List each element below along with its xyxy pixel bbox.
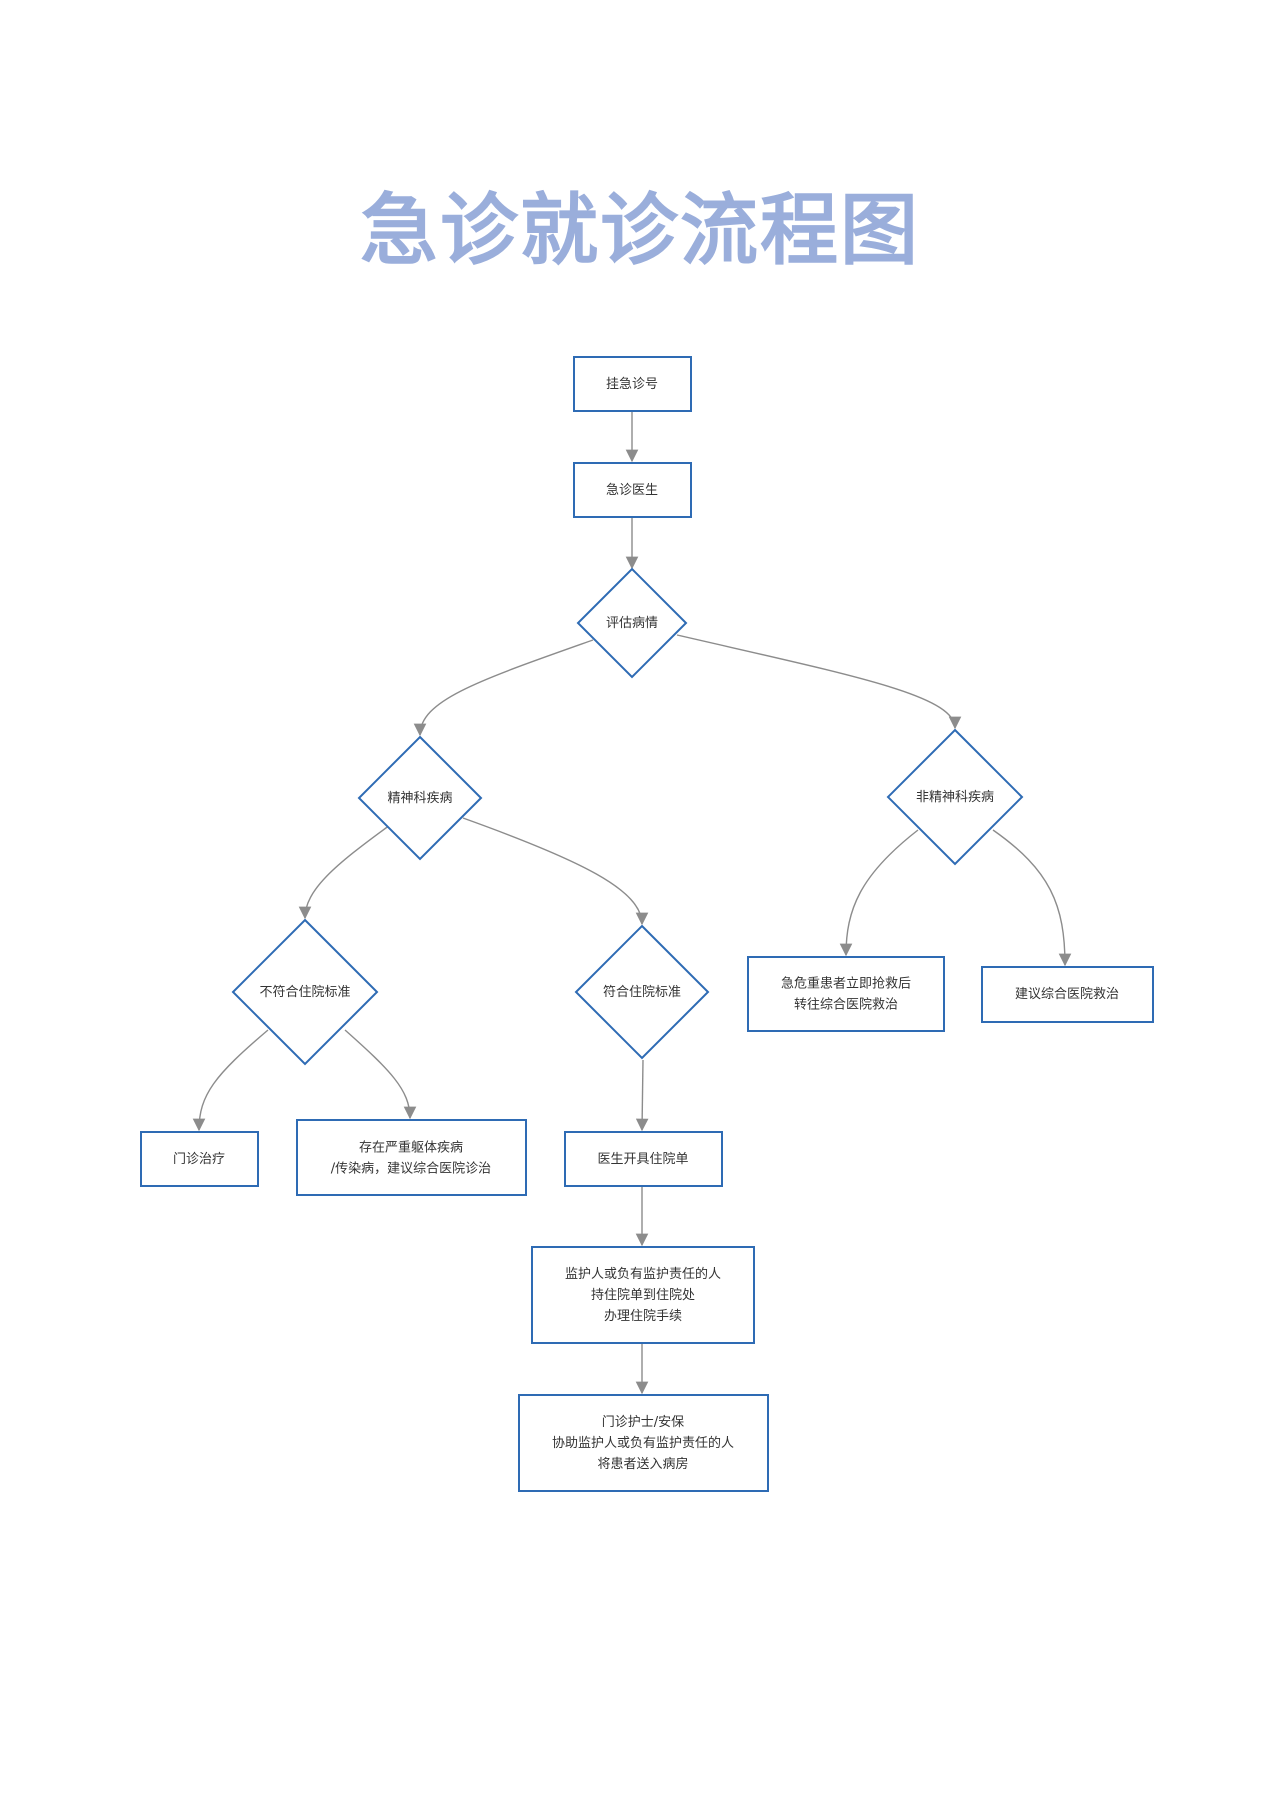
node-psychiatric-label: 精神科疾病 xyxy=(387,791,452,806)
node-critical-transfer: 急危重患者立即抢救后转往综合医院救治 xyxy=(747,956,945,1032)
node-er-doctor: 急诊医生 xyxy=(573,462,692,518)
node-notmeet-label: 不符合住院标准 xyxy=(259,984,350,1000)
node-admission-order: 医生开具住院单 xyxy=(564,1131,723,1187)
node-label-line: 存在严重躯体疾病 xyxy=(359,1139,463,1155)
edge-psychiatric-to-notmeet xyxy=(298,824,391,920)
node-label-line: 挂急诊号 xyxy=(606,377,658,392)
node-label-line: /传染病，建议综合医院诊治 xyxy=(331,1161,491,1176)
node-label-line: 转往综合医院救治 xyxy=(794,996,898,1012)
page-title: 急诊就诊流程图 xyxy=(359,185,920,276)
node-outpatient: 门诊治疗 xyxy=(140,1131,259,1187)
node-label-line: 符合住院标准 xyxy=(603,984,681,1000)
edge-nonpsychiatric-to-critical xyxy=(839,829,919,957)
node-label-line: 评估病情 xyxy=(606,616,658,631)
node-nurse-escort: 门诊护士/安保协助监护人或负有监护责任的人将患者送入病房 xyxy=(518,1394,769,1492)
node-nonpsychiatric-decision: 非精神科疾病 xyxy=(886,728,1024,866)
edge-notmeet-to-outpatient xyxy=(192,1029,269,1132)
node-label-line: 门诊治疗 xyxy=(173,1152,225,1167)
node-admission-order-label: 医生开具住院单 xyxy=(597,1152,688,1167)
node-assess-label: 评估病情 xyxy=(606,616,658,631)
node-meet-label: 符合住院标准 xyxy=(603,984,681,1000)
node-label-line: 建议综合医院救治 xyxy=(1015,986,1119,1002)
node-label-line: 持住院单到住院处 xyxy=(591,1288,695,1303)
node-label-line: 急危重患者立即抢救后 xyxy=(781,975,911,991)
node-label-line: 非精神科疾病 xyxy=(916,790,994,805)
node-er-doctor-label: 急诊医生 xyxy=(606,483,658,498)
node-label-line: 协助监护人或负有监护责任的人 xyxy=(552,1435,734,1451)
node-nurse-escort-label: 门诊护士/安保协助监护人或负有监护责任的人将患者送入病房 xyxy=(552,1415,734,1472)
node-suggest-general: 建议综合医院救治 xyxy=(981,966,1154,1023)
node-nonpsychiatric-label: 非精神科疾病 xyxy=(916,790,994,805)
node-label-line: 精神科疾病 xyxy=(387,791,452,806)
node-label-line: 门诊护士/安保 xyxy=(602,1415,684,1430)
node-physical-disease-label: 存在严重躯体疾病/传染病，建议综合医院诊治 xyxy=(331,1139,491,1176)
node-suggest-general-label: 建议综合医院救治 xyxy=(1015,986,1119,1002)
node-label-line: 办理住院手续 xyxy=(604,1309,682,1324)
node-guardian-process-label: 监护人或负有监护责任的人持住院单到住院处办理住院手续 xyxy=(565,1266,721,1324)
node-outpatient-label: 门诊治疗 xyxy=(173,1152,225,1167)
node-psychiatric-decision: 精神科疾病 xyxy=(357,735,483,861)
edge-psychiatric-to-meet xyxy=(462,817,649,926)
edge-assess-to-psychiatric xyxy=(413,639,594,737)
node-label-line: 监护人或负有监护责任的人 xyxy=(565,1266,721,1282)
node-label-line: 不符合住院标准 xyxy=(259,984,350,1000)
node-critical-transfer-label: 急危重患者立即抢救后转往综合医院救治 xyxy=(781,975,911,1012)
edge-notmeet-to-physical xyxy=(344,1029,417,1120)
node-assess-decision: 评估病情 xyxy=(576,567,688,679)
node-guardian-process: 监护人或负有监护责任的人持住院单到住院处办理住院手续 xyxy=(531,1246,755,1344)
node-physical-disease: 存在严重躯体疾病/传染病，建议综合医院诊治 xyxy=(296,1119,527,1196)
edge-meet-to-order xyxy=(635,1059,649,1132)
node-label-line: 急诊医生 xyxy=(606,483,658,498)
edge-assess-to-nonpsychiatric xyxy=(676,634,962,730)
node-label-line: 将患者送入病房 xyxy=(597,1456,688,1472)
node-meet-decision: 符合住院标准 xyxy=(574,924,710,1060)
node-register: 挂急诊号 xyxy=(573,356,692,412)
edges xyxy=(192,411,1072,1395)
node-register-label: 挂急诊号 xyxy=(606,377,658,392)
edge-nonpsychiatric-to-suggest xyxy=(992,829,1072,967)
node-notmeet-decision: 不符合住院标准 xyxy=(231,918,379,1066)
node-label-line: 医生开具住院单 xyxy=(597,1152,688,1167)
